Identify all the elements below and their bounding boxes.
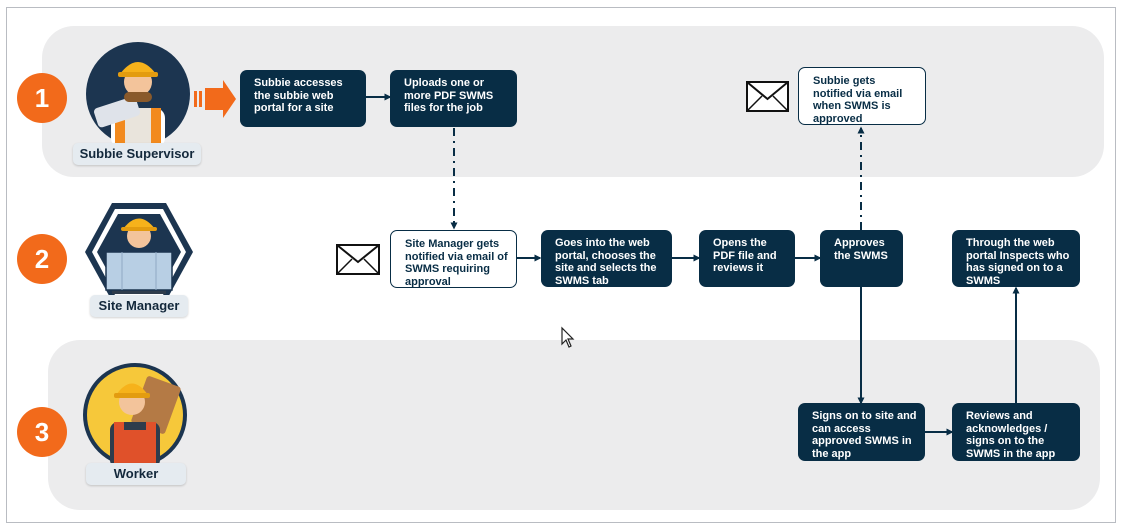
worker-icon xyxy=(83,363,187,468)
step-inspects: Through the web portal Inspects who has … xyxy=(952,230,1080,287)
step-goes-to-portal: Goes into the web portal, chooses the si… xyxy=(541,230,672,287)
role-label-subbie-supervisor: Subbie Supervisor xyxy=(73,143,201,165)
step-number-1: 1 xyxy=(17,73,67,123)
subbie-supervisor-icon xyxy=(86,42,190,148)
mouse-cursor-icon xyxy=(561,326,575,348)
step-worker-reviews: Reviews and acknowledges / signs on to t… xyxy=(952,403,1080,461)
step-upload-swms: Uploads one or more PDF SWMS files for t… xyxy=(390,70,517,127)
step-manager-notified: Site Manager gets notified via email of … xyxy=(390,230,517,288)
orange-arrow-icon xyxy=(194,80,236,118)
step-opens-pdf: Opens the PDF file and reviews it xyxy=(699,230,795,287)
role-label-worker: Worker xyxy=(86,463,186,485)
step-subbie-notified: Subbie gets notified via email when SWMS… xyxy=(798,67,926,125)
step-worker-signs-on: Signs on to site and can access approved… xyxy=(798,403,925,461)
step-approves: Approves the SWMS xyxy=(820,230,903,287)
step-access-portal: Subbie accesses the subbie web portal fo… xyxy=(240,70,366,127)
role-label-site-manager: Site Manager xyxy=(90,295,188,317)
step-number-3: 3 xyxy=(17,407,67,457)
step-number-2: 2 xyxy=(17,234,67,284)
email-icon xyxy=(336,244,380,275)
email-icon xyxy=(746,81,789,112)
site-manager-icon xyxy=(85,203,193,301)
